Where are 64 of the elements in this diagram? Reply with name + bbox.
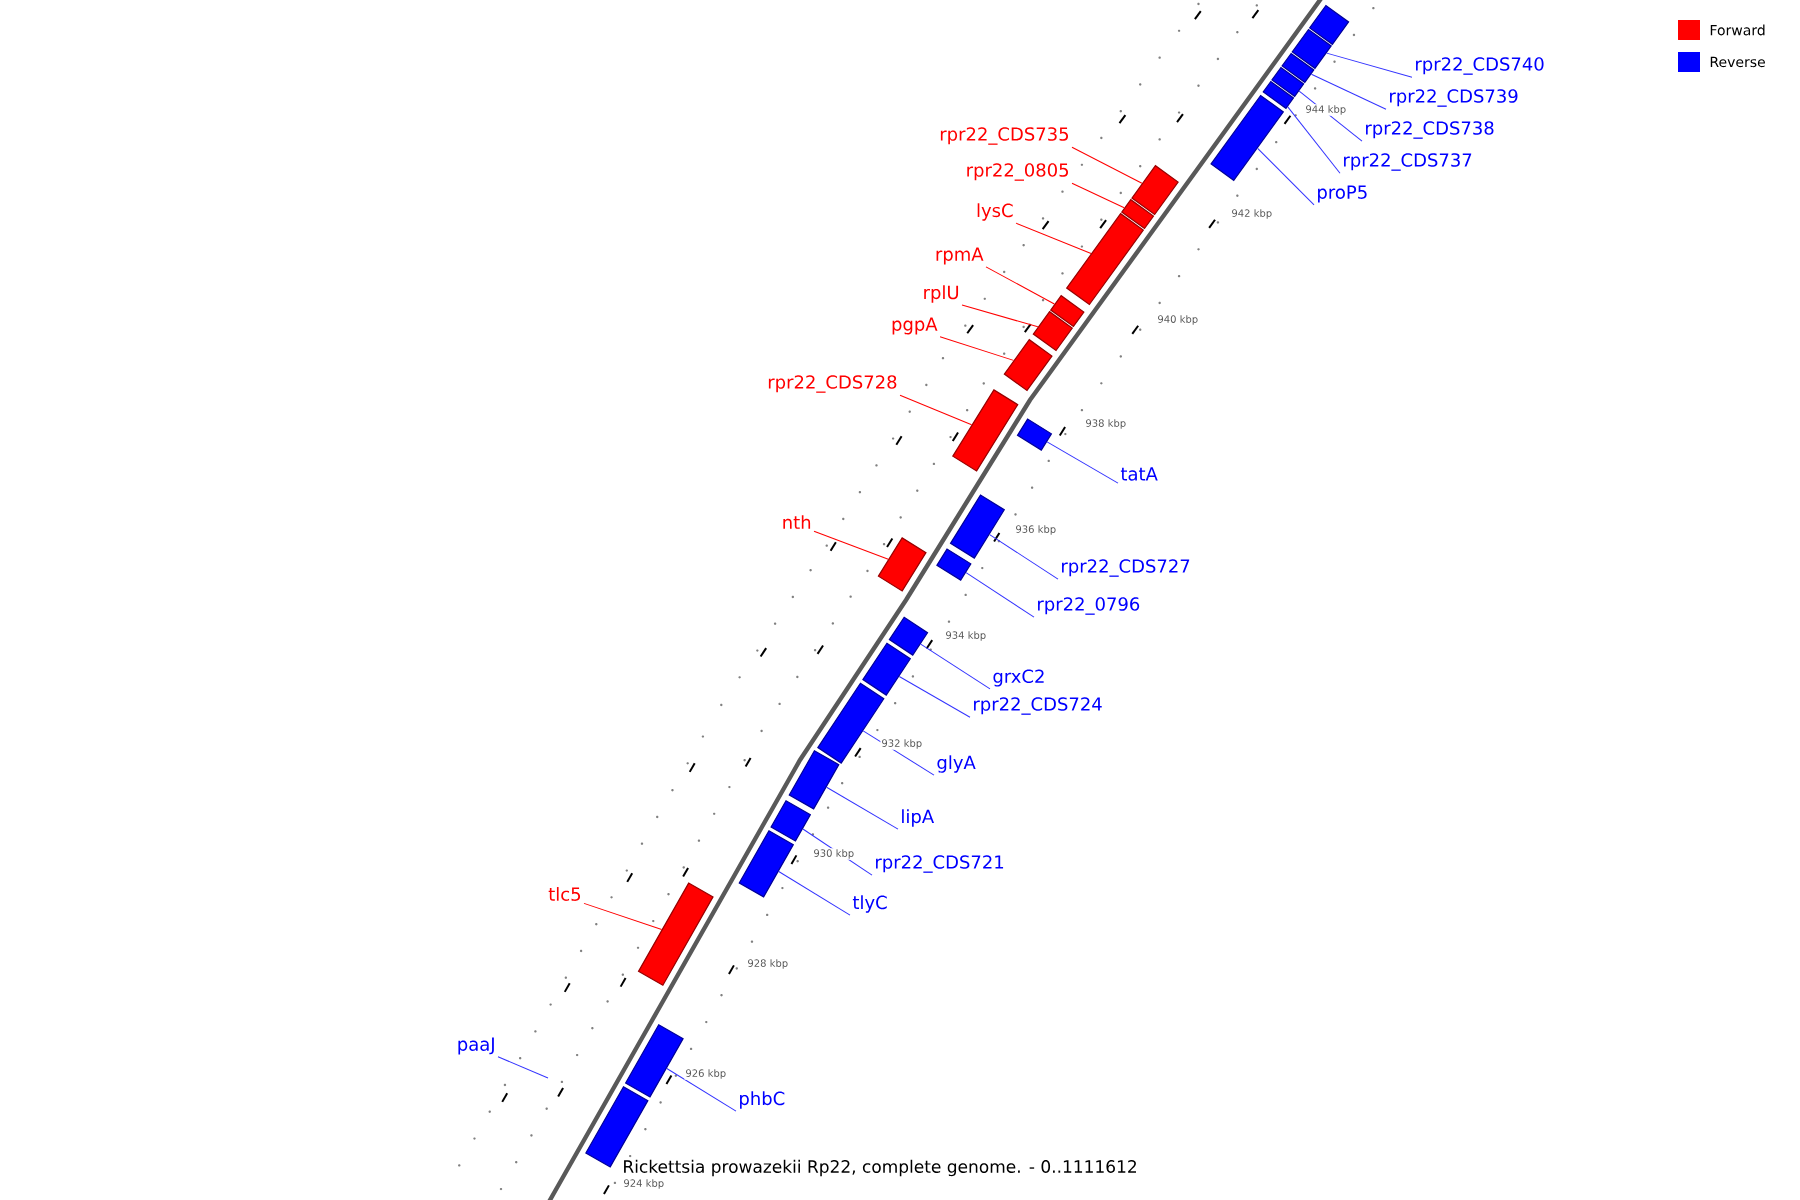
leader-line — [1298, 90, 1363, 142]
gene-label: rplU — [924, 285, 959, 303]
leader-line — [1326, 52, 1413, 78]
gene-label: paaJ — [458, 1037, 494, 1055]
leader-line — [1071, 146, 1143, 184]
gene-block — [1308, 4, 1350, 46]
gene-block — [936, 548, 972, 581]
gene-block — [1291, 28, 1332, 70]
gene-label: rpmA — [936, 247, 984, 265]
leader-line — [583, 902, 663, 930]
gene-label: grxC2 — [993, 669, 1044, 687]
leader-line — [666, 1068, 737, 1112]
leader-line — [898, 675, 971, 718]
gene-label: rpr22_0805 — [967, 163, 1068, 181]
gene-label: rpr22_CDS721 — [876, 855, 1004, 873]
gene-label: rpr22_CDS735 — [940, 127, 1068, 145]
gene-label: tlc5 — [548, 887, 581, 901]
leader-line — [497, 1056, 549, 1079]
gene-label: rpr22_CDS724 — [974, 697, 1102, 715]
gene-label: rpr22_CDS728 — [768, 375, 897, 393]
gene-label: tatA — [1120, 467, 1158, 481]
gene-label: nth — [783, 515, 811, 529]
leader-line — [1310, 73, 1387, 110]
leader-line — [939, 336, 1014, 361]
leader-line — [1071, 182, 1125, 209]
gene-block — [952, 389, 1019, 472]
leader-line — [826, 786, 899, 830]
gene-label: lysC — [977, 203, 1013, 221]
leader-line — [961, 304, 1039, 328]
gene-label: rpr22_CDS740 — [1416, 57, 1544, 75]
leader-line — [1046, 441, 1119, 484]
leader-line — [1287, 106, 1341, 174]
gene-block — [888, 616, 929, 656]
leader-line — [985, 266, 1055, 305]
gene-label: rpr22_0796 — [1038, 597, 1140, 615]
gene-block — [1281, 52, 1315, 84]
leader-line — [778, 871, 851, 916]
leader-line — [989, 534, 1059, 580]
gene-label: rpr22_CDS739 — [1390, 89, 1518, 107]
leader-line — [920, 643, 991, 690]
gene-block — [624, 1024, 684, 1098]
leader-line — [813, 530, 889, 560]
leader-line — [1257, 147, 1315, 206]
gene-label: proP5 — [1318, 185, 1367, 203]
leader-line — [899, 394, 973, 426]
gene-label: rpr22_CDS737 — [1344, 153, 1472, 171]
gene-block — [1271, 66, 1305, 98]
gene-label: tlyC — [852, 895, 887, 913]
leader-line — [862, 730, 935, 776]
gene-label: glyA — [937, 755, 976, 773]
gene-label: lipA — [902, 809, 934, 827]
gene-block — [817, 682, 885, 764]
gene-block — [788, 750, 840, 810]
gene-block — [637, 882, 714, 986]
gene-block — [877, 537, 927, 592]
leader-line — [1015, 222, 1092, 254]
gene-block — [1262, 80, 1295, 110]
gene-label: phbC — [740, 1091, 785, 1109]
gene-label: pgpA — [892, 317, 938, 335]
leader-line — [965, 572, 1035, 618]
leader-line — [802, 828, 873, 876]
caption: Rickettsia prowazekii Rp22, complete genome. - 0..1111612 — [624, 1159, 1136, 1177]
gene-label: rpr22_CDS727 — [1062, 559, 1190, 577]
gene-label: rpr22_CDS738 — [1366, 121, 1494, 139]
